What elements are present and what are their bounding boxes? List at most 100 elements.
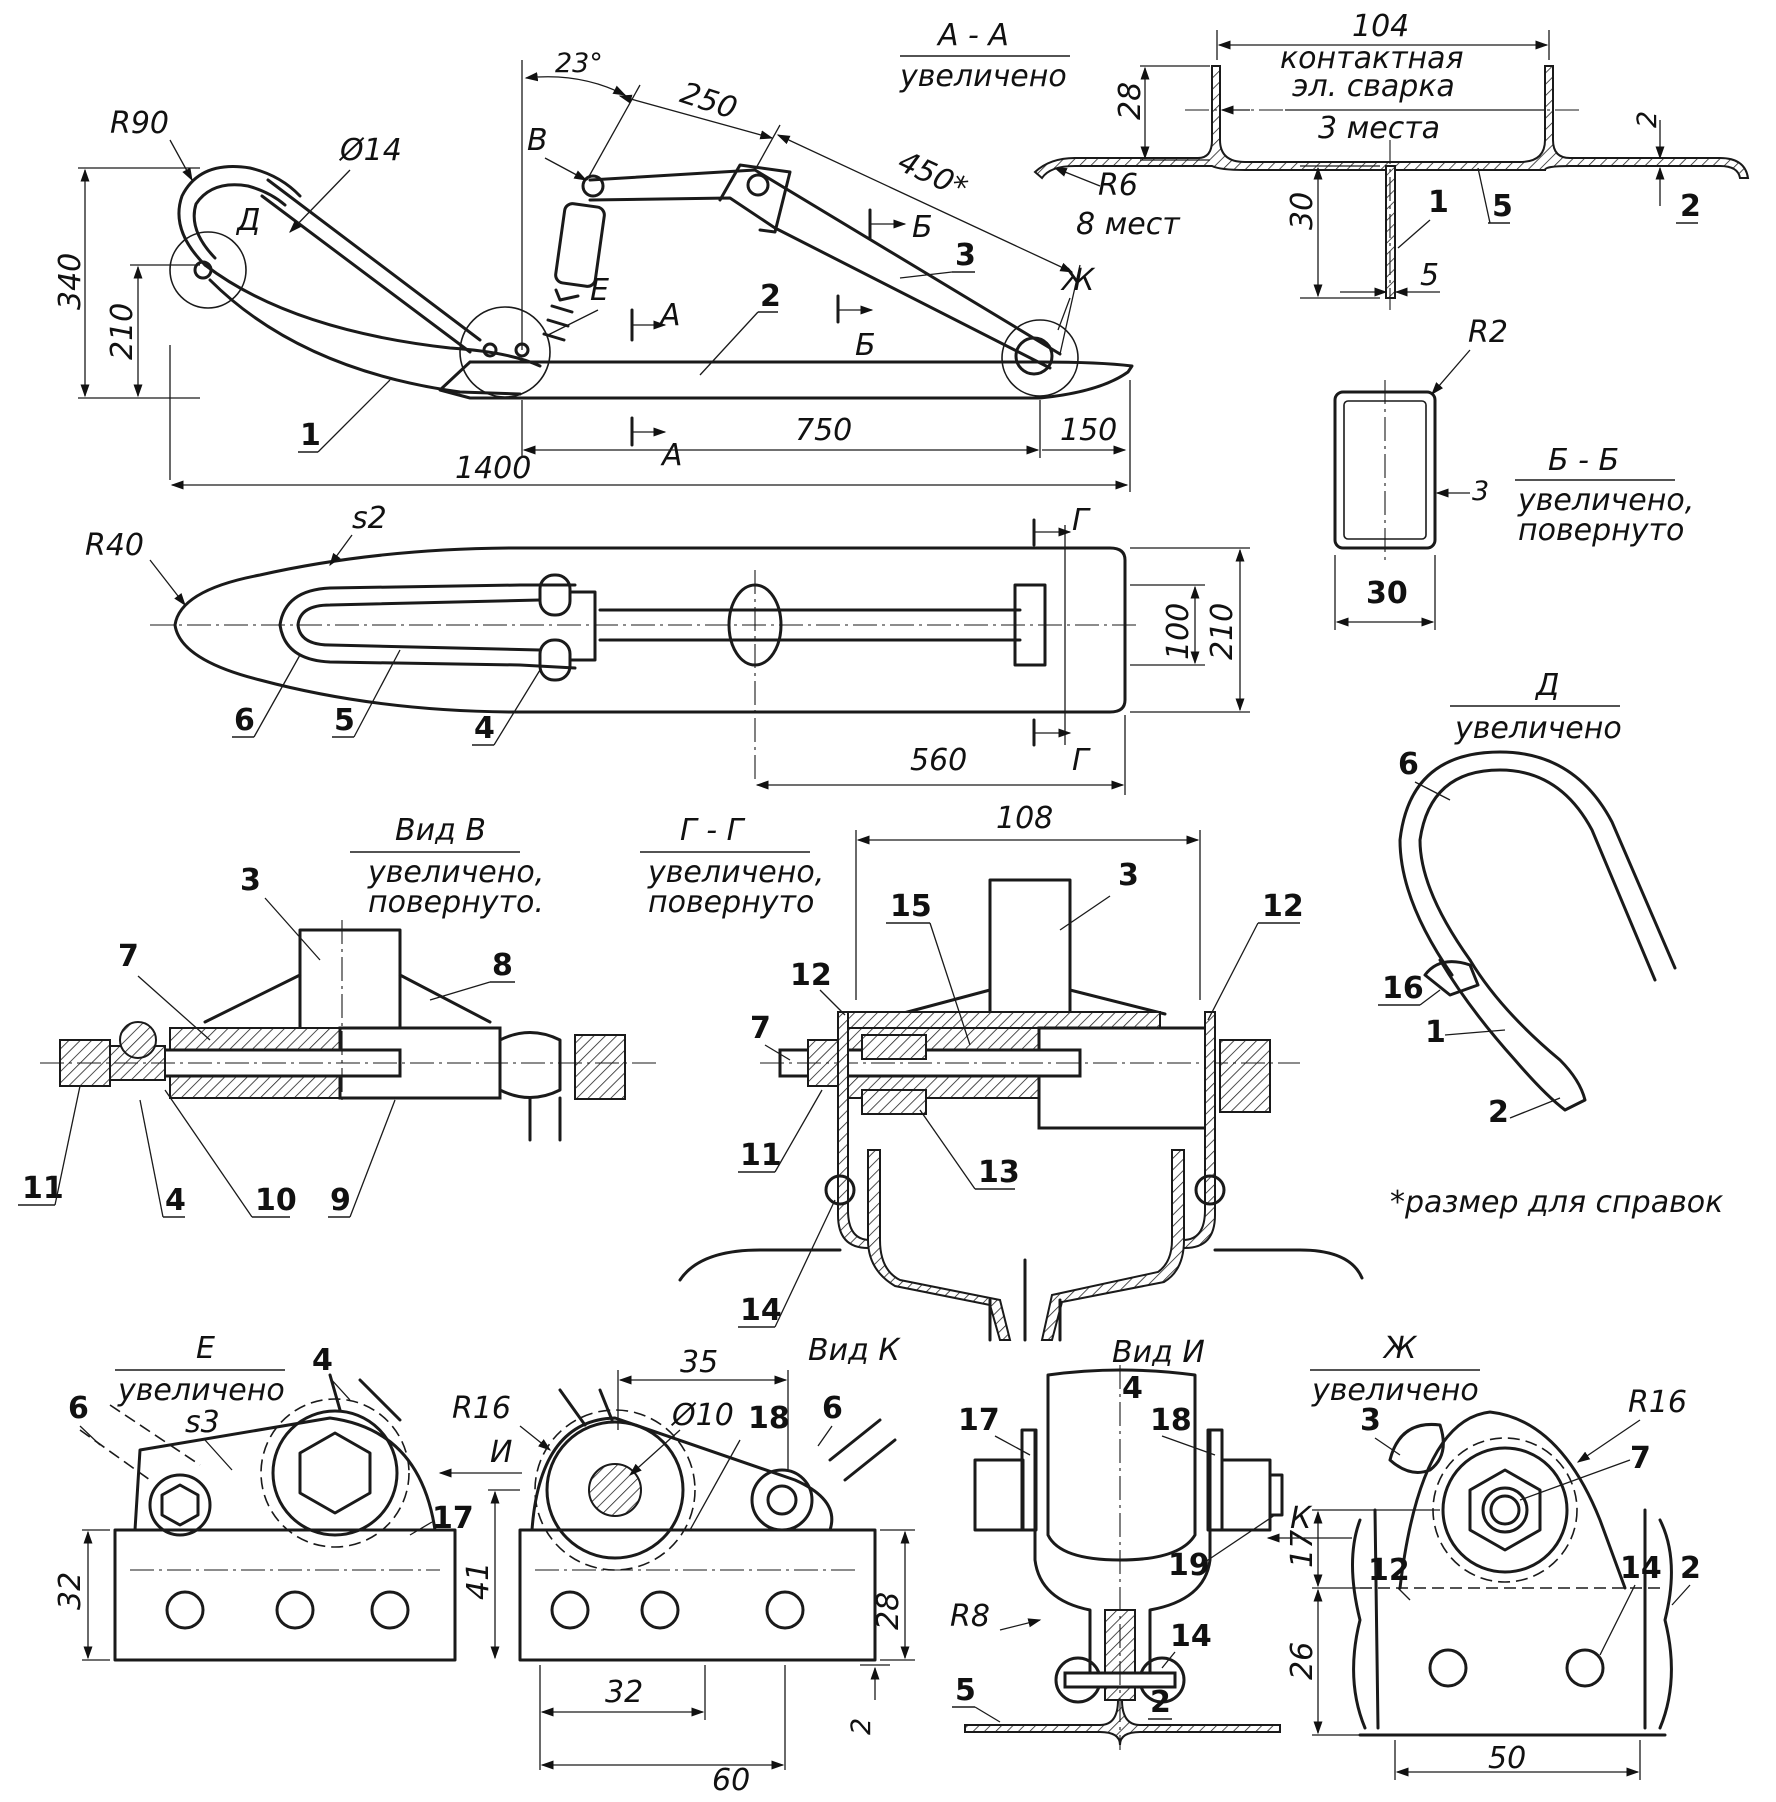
view-v-subtitle-1: увеличено, — [367, 855, 544, 890]
view-k: Вид К 35 Ø10 28 2 32 60 18 — [518, 1333, 915, 1798]
joint-e-circle — [459, 306, 551, 398]
section-bb-title: Б - Б — [1548, 443, 1619, 478]
part-14-zh: 14 — [1620, 1551, 1662, 1586]
part-1-d: 1 — [1425, 1015, 1446, 1050]
ski-runner-2 — [438, 360, 1134, 400]
letter-e: Е — [590, 273, 609, 308]
joint-zh-circle — [1001, 319, 1079, 397]
dim-100-plan: 100 — [1161, 603, 1196, 660]
part-4-plan: 4 — [474, 711, 495, 746]
plan-view: Г Г 210 100 560 R40 s2 6 5 4 — [85, 501, 1250, 795]
part-2-d: 2 — [1488, 1095, 1509, 1130]
part-17-e: 17 — [432, 1501, 474, 1536]
label-r90: R90 — [110, 106, 169, 141]
part-12-gg-left: 12 — [790, 958, 832, 993]
dim-30-aa: 30 — [1285, 192, 1320, 230]
section-aa-title: А - А — [936, 18, 1009, 53]
view-k-title: Вид К — [808, 1333, 901, 1368]
part-15-gg: 15 — [890, 889, 932, 924]
section-gg-title: Г - Г — [680, 813, 746, 848]
label-d14: Ø14 — [338, 133, 402, 168]
runner-plan-outline — [173, 546, 1127, 714]
part-6-e: 6 — [68, 1391, 89, 1426]
part-18-k: 18 — [748, 1401, 790, 1436]
view-zh-title: Ж — [1382, 1331, 1418, 1366]
view-i-title: Вид И — [1112, 1335, 1205, 1370]
part-12-zh: 12 — [1368, 1553, 1410, 1588]
view-zh-subtitle: увеличено — [1311, 1373, 1479, 1408]
part-4-e: 4 — [312, 1343, 333, 1378]
section-bb-subtitle-2: повернуто — [1518, 513, 1684, 548]
part-19-i: 19 — [1168, 1548, 1210, 1583]
label-r40: R40 — [85, 528, 144, 563]
dim-560: 560 — [910, 743, 967, 778]
label-r16-k: R16 — [452, 1391, 511, 1426]
dim-41: 41 — [461, 1562, 496, 1600]
front-loop — [177, 165, 302, 267]
letter-g-top: Г — [1072, 503, 1091, 538]
label-d10: Ø10 — [670, 1398, 734, 1433]
section-gg-subtitle-1: увеличено, — [647, 855, 824, 890]
part-1-aa: 1 — [1428, 185, 1449, 220]
part-9-v: 9 — [330, 1183, 351, 1218]
profile-aa — [1033, 65, 1750, 180]
shock-absorber — [554, 202, 606, 288]
letter-b-top: Б — [912, 210, 933, 245]
part-17-i: 17 — [958, 1403, 1000, 1438]
dim-35: 35 — [680, 1345, 718, 1380]
part-5-i: 5 — [955, 1673, 976, 1708]
part-5-aa: 5 — [1492, 189, 1513, 224]
part-11-v: 11 — [22, 1171, 64, 1206]
label-s2: s2 — [352, 501, 387, 536]
view-e: Е увеличено 32 s3 6 4 17 И R16 4 — [53, 1331, 552, 1662]
part-3-zh: 3 — [1360, 1403, 1381, 1438]
letter-g-bottom: Г — [1072, 743, 1091, 778]
weld-note-2: эл. сварка — [1292, 69, 1455, 104]
dim-17: 17 — [1285, 1530, 1320, 1568]
part-4-v: 4 — [165, 1183, 186, 1218]
letter-v: В — [527, 123, 548, 158]
dim-26: 26 — [1285, 1642, 1320, 1680]
part-7-v: 7 — [118, 939, 139, 974]
arrow-i: И — [490, 1435, 512, 1470]
weld-note-1: контактная — [1280, 41, 1464, 76]
view-v-subtitle-2: повернуто. — [368, 885, 544, 920]
view-zh: Ж увеличено 17 26 50 R16 К 3 7 — [1266, 1331, 1701, 1780]
footnote: *размер для справок — [1390, 1185, 1723, 1220]
dim-340: 340 — [53, 253, 88, 310]
joint-d-circle — [169, 231, 247, 309]
spring-runner-1 — [203, 263, 542, 368]
part-13-gg: 13 — [978, 1155, 1020, 1190]
loop-detail — [1418, 768, 1657, 982]
dim-28-k: 28 — [871, 1592, 906, 1630]
part-12-gg-right: 12 — [1262, 889, 1304, 924]
view-d-subtitle: увеличено — [1454, 711, 1622, 746]
part-3-gg: 3 — [1118, 858, 1139, 893]
weld-note-3: 3 места — [1318, 111, 1440, 146]
dim-30-bb: 30 — [1366, 576, 1408, 611]
letter-b-bottom: Б — [855, 328, 876, 363]
view-v: Вид В увеличено, повернуто. 3 7 8 11 4 1… — [18, 813, 660, 1218]
section-b-b: R2 3 30 Б - Б увеличено, повернуто — [1333, 315, 1694, 630]
label-r8: R8 — [950, 1599, 990, 1634]
dim-210-plan: 210 — [1205, 603, 1240, 660]
part-18-i: 18 — [1150, 1403, 1192, 1438]
part-3-label: 3 — [955, 238, 976, 273]
label-r16-zh: R16 — [1628, 1385, 1687, 1420]
dim-1400: 1400 — [455, 451, 531, 486]
part-2-aa: 2 — [1680, 189, 1701, 224]
part-8-v: 8 — [492, 948, 513, 983]
view-v-title: Вид В — [395, 813, 486, 848]
part-2-label: 2 — [760, 279, 781, 314]
letter-d: Д — [235, 203, 260, 238]
label-r6: R6 — [1098, 168, 1138, 203]
section-aa-subtitle: увеличено — [899, 59, 1067, 94]
letter-zh: Ж — [1060, 263, 1096, 298]
dim-50: 50 — [1488, 1741, 1526, 1776]
part-14-i: 14 — [1170, 1619, 1212, 1654]
view-d: Д увеличено 6 16 1 2 — [1378, 668, 1677, 1130]
dim-250: 250 — [676, 76, 741, 127]
label-r6-count: 8 мест — [1076, 207, 1181, 242]
dim-750: 750 — [795, 413, 852, 448]
dim-2-k: 2 — [846, 1718, 877, 1735]
